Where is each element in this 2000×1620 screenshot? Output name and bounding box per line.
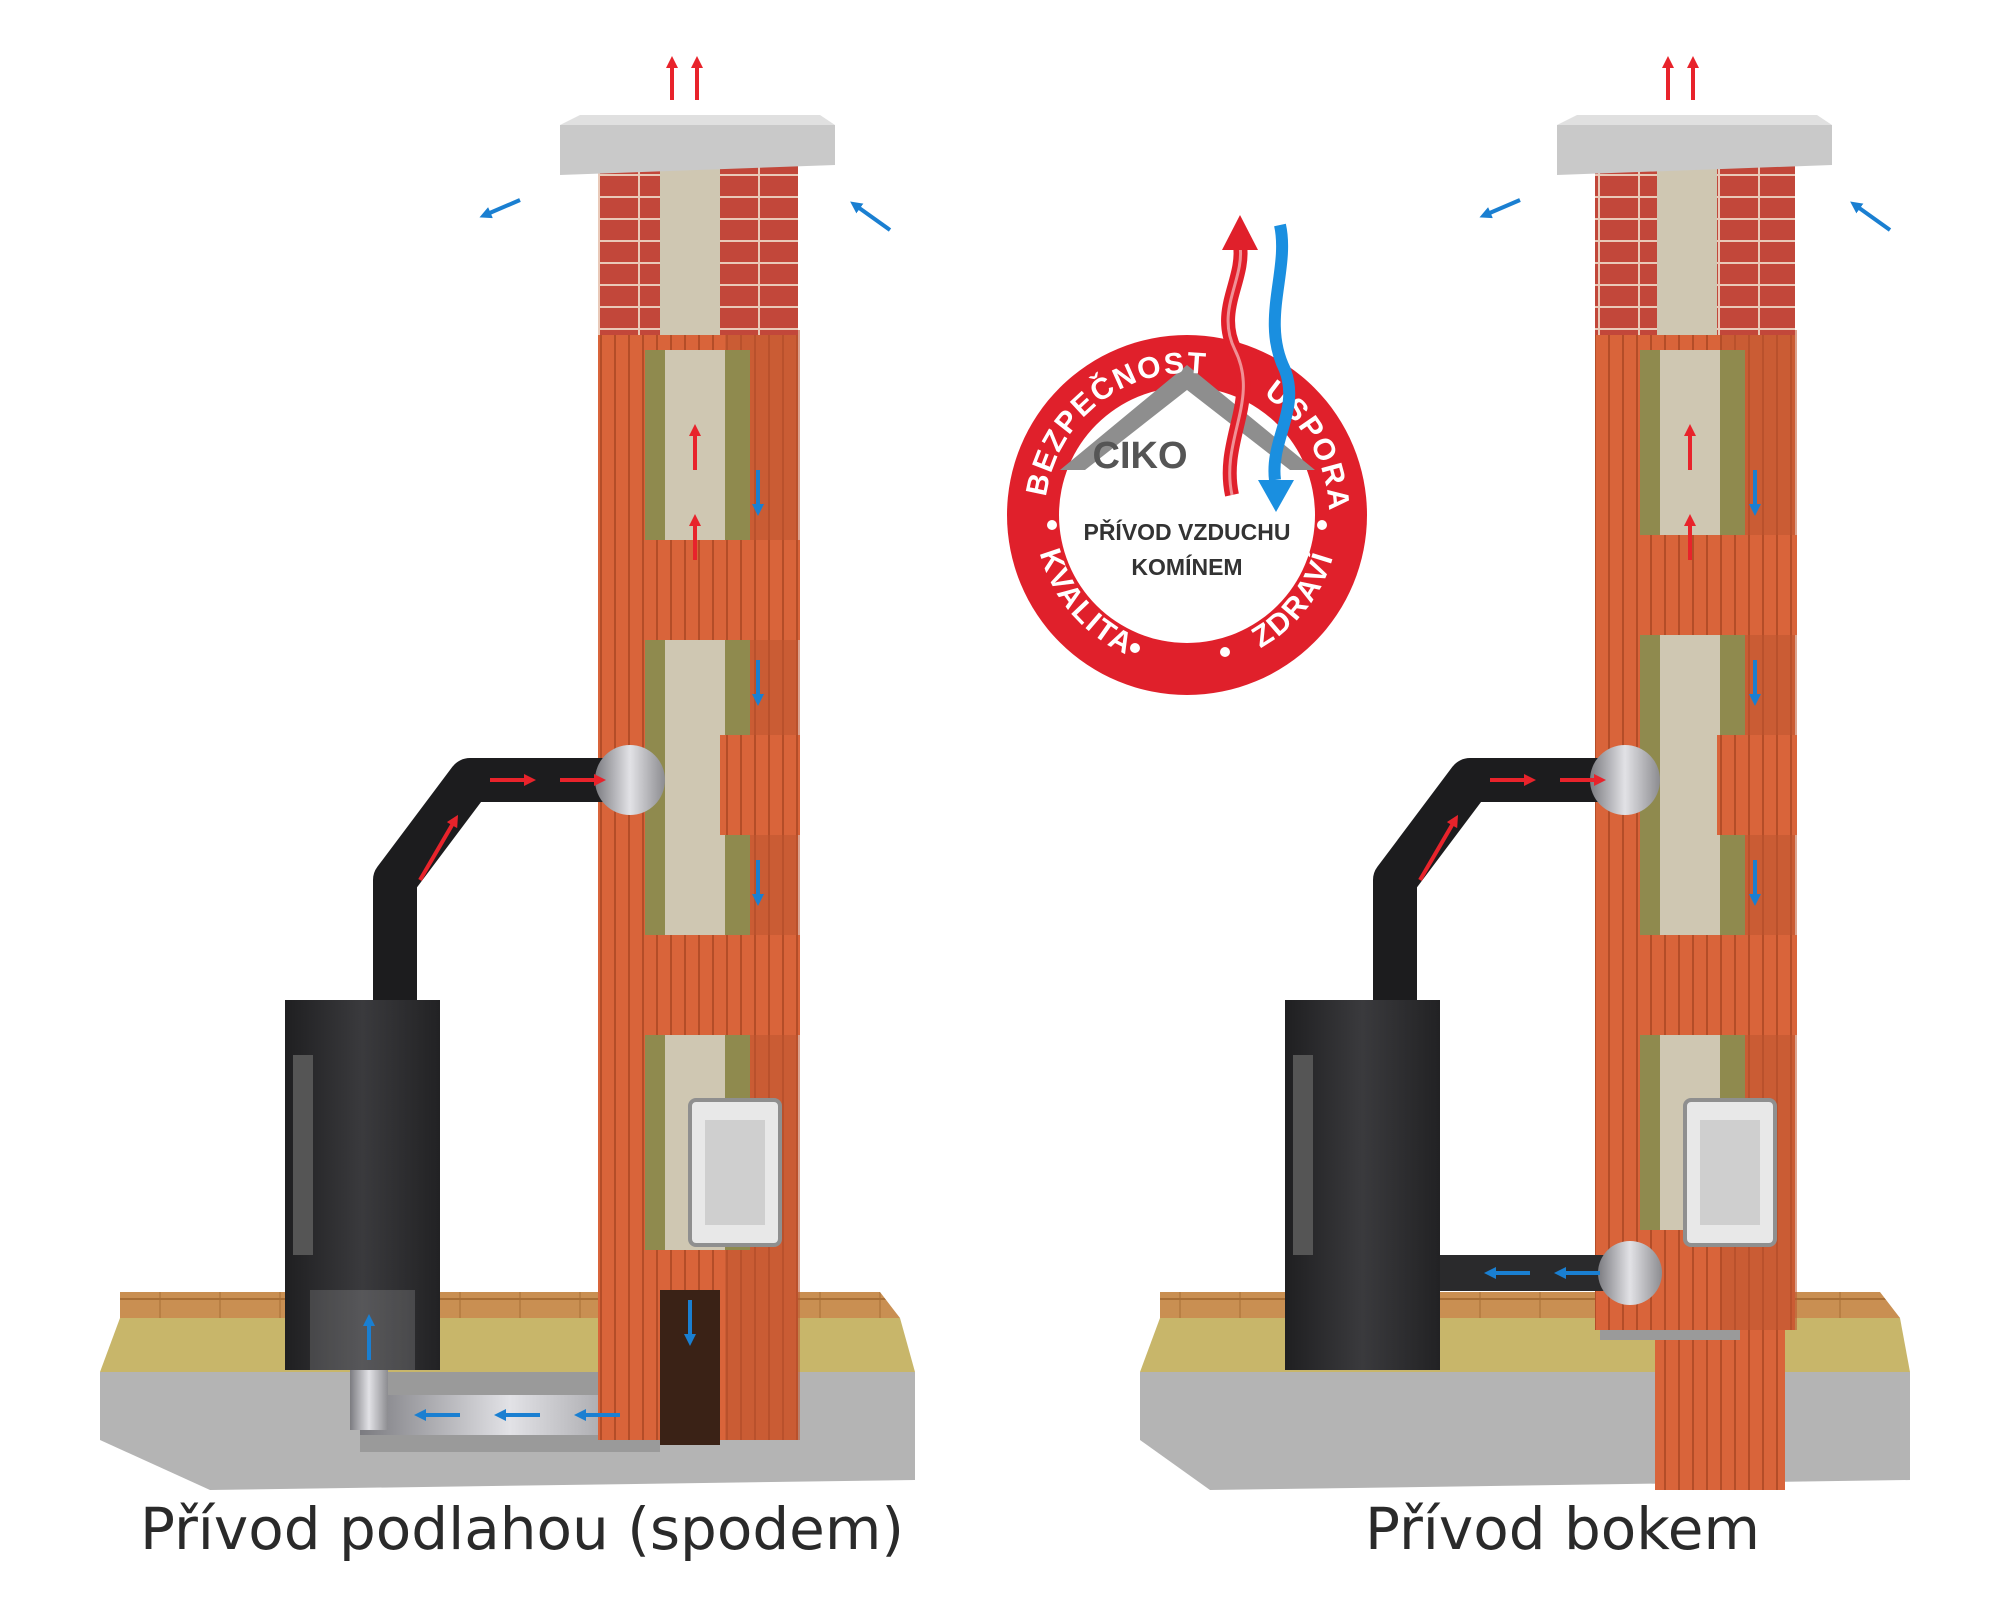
left-cleanout-inner xyxy=(705,1120,765,1225)
left-cap-cutaway xyxy=(660,165,720,335)
ring-dot-right-bottom xyxy=(1220,647,1230,657)
left-brick-band-3 xyxy=(720,735,800,835)
ring-dot-right-top xyxy=(1317,520,1327,530)
ring-dot-left-top xyxy=(1047,520,1057,530)
left-hot-air-arrows xyxy=(418,56,703,882)
ciko-logo: BEZPEČNOST ÚSPORA ZDRAVÍ KVALITA CIKO PŘ… xyxy=(1007,215,1367,695)
logo-inner-circle xyxy=(1059,387,1315,643)
right-brick-band-1 xyxy=(1597,535,1797,635)
logo-center-line1: PŘÍVOD VZDUCHU xyxy=(1083,518,1290,545)
right-foundation-bricks xyxy=(1655,1330,1785,1490)
right-chimney-illustration xyxy=(1140,56,1910,1490)
left-brick-band-2 xyxy=(600,935,800,1035)
right-cover-plate xyxy=(1557,125,1832,175)
ring-dot-left-bottom xyxy=(1130,643,1140,653)
right-ceramic-liner xyxy=(1660,350,1720,1230)
left-flue-connector xyxy=(595,745,665,815)
right-hot-air-arrows xyxy=(1418,56,1699,882)
right-side-pipe-collar xyxy=(1598,1241,1662,1305)
right-brick-band-2 xyxy=(1597,935,1797,1035)
logo-hot-air-arrow-outline xyxy=(1226,244,1245,496)
caption-side-supply: Přívod bokem xyxy=(1365,1495,1760,1563)
left-flue-pipe xyxy=(373,758,630,1000)
right-cleanout-inner xyxy=(1700,1120,1760,1225)
logo-center-line2: KOMÍNEM xyxy=(1131,553,1242,580)
logo-roof-shape xyxy=(1060,365,1315,470)
left-brick-band-1 xyxy=(600,540,800,640)
right-cover-plate-top xyxy=(1557,115,1832,125)
logo-hot-air-arrowhead xyxy=(1222,215,1258,250)
left-cold-air-arrows xyxy=(363,198,892,1421)
left-cover-plate-top xyxy=(560,115,835,125)
right-brick-band-3 xyxy=(1717,735,1797,835)
right-stove-door xyxy=(1293,1055,1313,1255)
left-stove-door xyxy=(293,1055,313,1255)
left-cover-plate xyxy=(560,125,835,175)
logo-brand: CIKO xyxy=(1093,435,1188,477)
left-chimney-illustration xyxy=(100,56,915,1490)
logo-cold-air-arrowhead xyxy=(1258,480,1294,512)
right-cap-cutaway xyxy=(1657,165,1717,335)
right-flue-connector xyxy=(1590,745,1660,815)
right-concrete-slab xyxy=(1140,1372,1910,1490)
right-cold-air-arrows xyxy=(1479,198,1892,1279)
right-flue-pipe xyxy=(1373,758,1625,1000)
logo-cold-air-arrow xyxy=(1268,223,1296,481)
caption-floor-supply: Přívod podlahou (spodem) xyxy=(140,1495,904,1563)
left-stove-base-gap xyxy=(310,1290,415,1370)
